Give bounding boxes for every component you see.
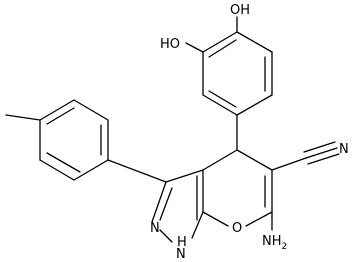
- methyl-bond: [5, 114, 41, 121]
- nitrile-n-label: N: [339, 142, 349, 157]
- amino-subscript: 2: [282, 242, 288, 252]
- amino-nh-text: NH: [262, 234, 282, 249]
- nh-h-label: H: [177, 235, 187, 250]
- pyrazole-ring: [151, 169, 204, 243]
- pyran-ring: [202, 149, 273, 227]
- pyrazole-n-label: N: [150, 221, 160, 236]
- dihydroxyphenyl-ring: [202, 31, 273, 116]
- oh-top-label: OH: [230, 3, 250, 18]
- tolyl-ring: [5, 99, 167, 183]
- nitrile-group: [271, 141, 340, 171]
- ring-o-label: O: [232, 221, 242, 236]
- amino-label: NH2: [262, 234, 287, 252]
- oh-left-bond: [185, 42, 204, 53]
- oh-left-label: HO: [160, 37, 180, 52]
- nh-n-label: N: [176, 247, 186, 262]
